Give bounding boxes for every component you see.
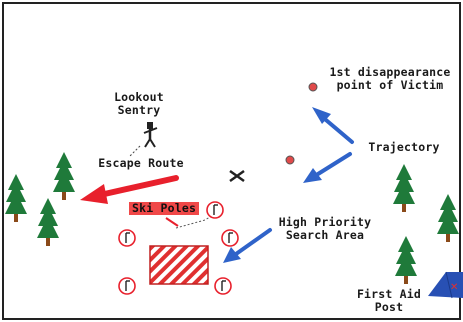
high-priority-search-area-icon — [149, 245, 209, 285]
first-aid-post-label: First Aid Post — [356, 287, 422, 314]
lookout-figure-icon — [143, 122, 158, 148]
tree-icon — [5, 174, 27, 222]
tree-icon — [395, 236, 417, 284]
trajectory-label: Trajectory — [368, 140, 440, 154]
escape-route-arrow — [80, 175, 179, 204]
diagram-frame — [2, 2, 461, 320]
pole-marker-icon — [206, 201, 224, 219]
pole-marker-icon — [221, 229, 239, 247]
trajectory-arrow-up — [312, 107, 354, 144]
tree-icon — [37, 198, 59, 246]
tree-icon — [53, 152, 75, 200]
svg-text:✕: ✕ — [450, 282, 458, 293]
crossed-skis-icon — [229, 169, 245, 183]
pole-marker-icon — [118, 277, 136, 295]
tree-icon — [393, 164, 415, 212]
lookout-sentry-label: Lookout Sentry — [114, 90, 164, 117]
disappearance-point-label: 1st disappearance point of Victim — [329, 65, 451, 92]
tree-icon — [437, 194, 459, 242]
first-aid-tent-icon: ✕ — [428, 271, 463, 299]
ski-poles-label: Ski Poles — [129, 202, 200, 215]
sentry-guide-line — [129, 145, 141, 157]
ski-poles-pointer — [165, 217, 179, 227]
trajectory-point-icon — [285, 155, 295, 165]
escape-route-label: Escape Route — [98, 156, 184, 170]
trajectory-arrow-down — [303, 152, 352, 183]
pole-marker-icon — [118, 229, 136, 247]
high-priority-arrow — [223, 228, 272, 263]
pole-marker-icon — [214, 277, 232, 295]
disappearance-point-icon — [308, 82, 318, 92]
high-priority-search-area-label: High Priority Search Area — [278, 215, 372, 242]
